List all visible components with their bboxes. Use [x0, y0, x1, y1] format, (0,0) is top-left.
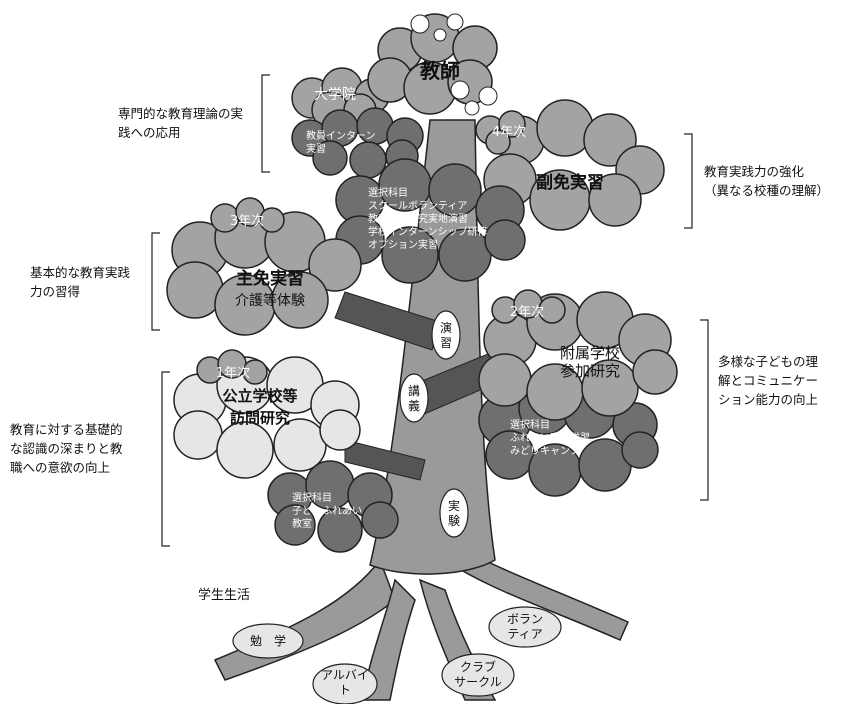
year3-subtitle: 介護等体験	[235, 293, 305, 309]
graduate-title: 大学院	[314, 87, 356, 103]
year1-title: 公立学校等 訪問研究	[222, 387, 298, 427]
year4-tag: 4年次	[491, 125, 527, 140]
year1-body: 選択科目 子どもふれあい 教室	[292, 493, 362, 530]
note-graduate: 専門的な教育理論の実 践への応用	[118, 106, 244, 140]
note-year1: 教育に対する基礎的 な認識の深まりと教 職への意欲の向上	[10, 422, 123, 475]
year3-title: 主免実習	[236, 269, 304, 289]
center-body: 選択科目 スクールボランティア 教育課題研究実地演習 学校インターンシップ研修 …	[368, 188, 488, 251]
root-study: 勉 学	[249, 634, 286, 648]
cloud-year4-tag	[475, 110, 526, 155]
year2-tag: 2年次	[509, 305, 545, 320]
trunk-label-ovals	[399, 310, 469, 538]
graduate-body: 教員インターン 実習	[306, 131, 376, 155]
student-life-label: 学生生活	[198, 588, 251, 603]
cloud-year3-tag	[210, 197, 285, 233]
blossom-icon	[410, 13, 498, 116]
year3-tag: 3年次	[229, 214, 265, 229]
root-volunteer: ボラン ティア	[506, 612, 543, 641]
root-parttime: アルバイ ト	[321, 668, 369, 697]
year2-title: 附属学校 参加研究	[559, 344, 620, 380]
trunk-label-lecture: 講 義	[407, 384, 420, 413]
year2-body: 選択科目 ふれあい宿泊学習 みどりキャンプ	[510, 420, 590, 457]
year1-tag: 1年次	[215, 366, 251, 381]
year4-title: 副免実習	[536, 173, 604, 193]
cloud-year1-tag	[196, 349, 268, 385]
note-year3: 基本的な教育実践 力の習得	[30, 265, 131, 299]
cloud-year3	[166, 207, 362, 336]
cloud-year2	[478, 291, 678, 421]
teacher-title: 教師	[420, 59, 460, 83]
note-year4: 教育実践力の強化 （異なる校種の理解）	[704, 164, 830, 198]
brackets	[151, 74, 709, 547]
cloud-year2-tag	[491, 289, 566, 324]
cloud-year1-body	[267, 460, 399, 553]
trunk-label-practice: 演 習	[439, 321, 452, 350]
trunk-label-experiment: 実 験	[447, 499, 460, 528]
note-year2: 多様な子どもの理 解とコミュニケー ション能力の向上	[718, 354, 819, 407]
root-label-ovals	[232, 606, 562, 704]
cloud-center	[335, 158, 526, 284]
root-club: クラブ サークル	[454, 660, 502, 689]
